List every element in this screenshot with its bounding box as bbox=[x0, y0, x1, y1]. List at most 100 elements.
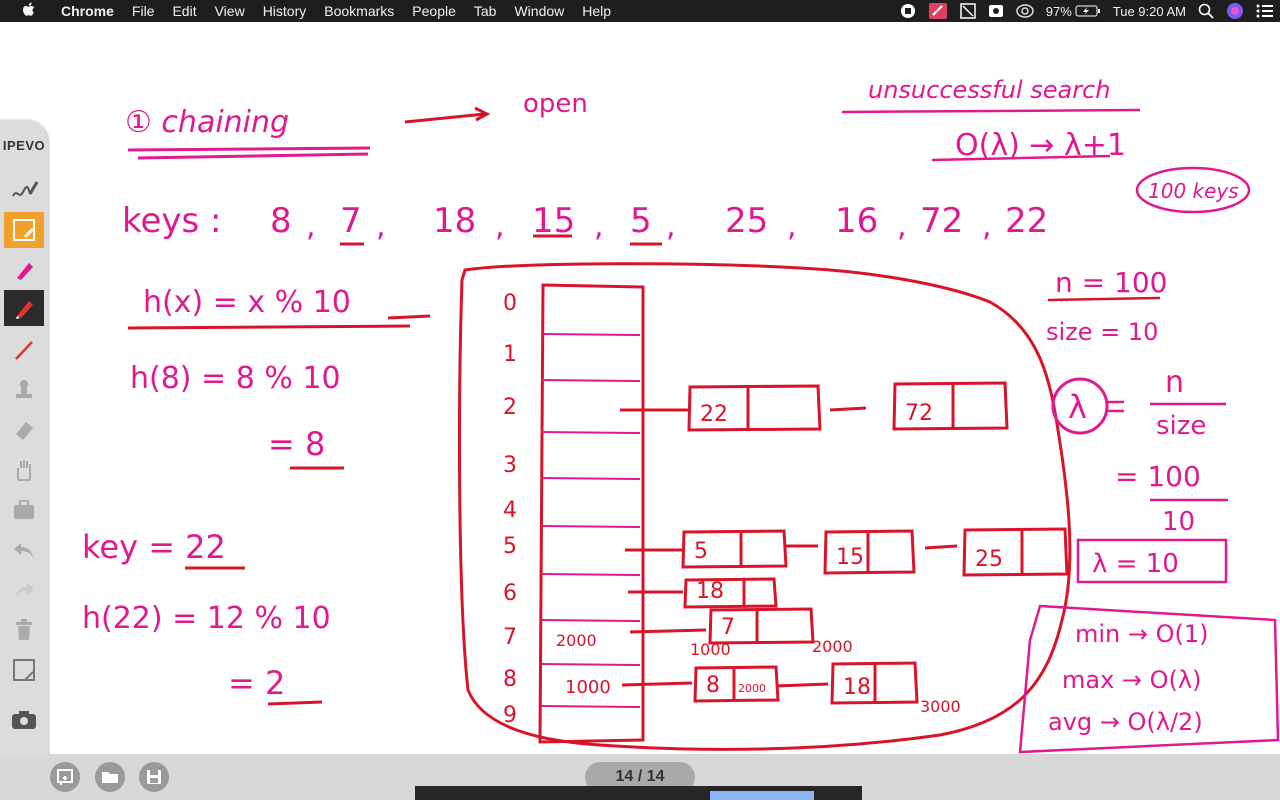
key-separator: , bbox=[982, 209, 992, 244]
menu-bookmarks[interactable]: Bookmarks bbox=[324, 3, 395, 19]
capture-tool-icon[interactable] bbox=[4, 212, 44, 248]
link-8-18 bbox=[775, 682, 829, 688]
n-underline bbox=[1047, 296, 1161, 302]
min-complexity: min → O(1) bbox=[1075, 620, 1209, 648]
key-separator: , bbox=[594, 209, 604, 244]
keys-list: 8,7,18,15,5,25,16,72,22 bbox=[270, 201, 1048, 244]
unsuccessful-search-label: unsuccessful search bbox=[868, 76, 1111, 104]
hash-result-1: = 8 bbox=[268, 425, 325, 463]
camera-icon[interactable] bbox=[4, 702, 44, 738]
svg-text:8: 8 bbox=[706, 673, 720, 698]
table-index-2: 2 bbox=[503, 395, 517, 420]
eq-denominator: 10 bbox=[1162, 507, 1195, 537]
node-72: 72 bbox=[892, 381, 1009, 431]
apple-logo-icon[interactable] bbox=[20, 2, 38, 21]
size-equals: size = 10 bbox=[1046, 318, 1158, 346]
stamp-icon[interactable] bbox=[4, 372, 44, 408]
whiteboard-canvas[interactable]: ① chaining open unsuccessful search O(λ)… bbox=[0, 22, 1280, 754]
redo-icon[interactable] bbox=[4, 572, 44, 608]
undo-icon[interactable] bbox=[4, 532, 44, 568]
highlighter-icon[interactable] bbox=[4, 252, 44, 288]
annotate-app-icon[interactable] bbox=[928, 0, 948, 22]
key-separator: , bbox=[787, 209, 797, 244]
hash-example-2: h(22) = 12 % 10 bbox=[82, 601, 331, 636]
table-index-1: 1 bbox=[503, 342, 517, 367]
crop-icon[interactable] bbox=[4, 652, 44, 688]
line-icon[interactable] bbox=[4, 332, 44, 368]
complexity-underline bbox=[931, 154, 1111, 162]
key-separator: , bbox=[495, 209, 505, 244]
hand-icon[interactable] bbox=[4, 452, 44, 488]
menu-edit[interactable]: Edit bbox=[172, 3, 197, 19]
hash-result-2: = 2 bbox=[228, 664, 285, 702]
address-1000: 1000 bbox=[690, 640, 731, 659]
menu-people[interactable]: People bbox=[412, 3, 456, 19]
clock[interactable]: Tue 9:20 AM bbox=[1112, 3, 1186, 19]
arrow-to-open bbox=[404, 106, 491, 124]
max-complexity: max → O(λ) bbox=[1062, 666, 1201, 694]
table-index-7: 7 bbox=[503, 625, 517, 650]
lambda-denominator: size bbox=[1156, 411, 1206, 441]
table-row-divider bbox=[540, 619, 641, 622]
menu-help[interactable]: Help bbox=[582, 3, 612, 19]
key-separator: , bbox=[376, 209, 386, 244]
current-page-thumbnail[interactable] bbox=[710, 791, 814, 800]
node-22: 22 bbox=[687, 384, 822, 432]
result-2-underline bbox=[267, 700, 323, 706]
pointer-row-8 bbox=[621, 681, 693, 687]
key-72: 72 bbox=[920, 201, 963, 241]
table-index-3: 3 bbox=[503, 453, 517, 478]
camera-app-icon[interactable] bbox=[988, 0, 1004, 22]
menu-app-name[interactable]: Chrome bbox=[61, 3, 114, 19]
siri-icon[interactable] bbox=[1226, 0, 1244, 22]
menu-window[interactable]: Window bbox=[514, 3, 565, 19]
menu-view[interactable]: View bbox=[214, 3, 245, 19]
node-8-next-address: 2000 bbox=[738, 682, 766, 695]
handwriting-tool-icon[interactable] bbox=[4, 172, 44, 208]
keys-label: keys : bbox=[122, 201, 222, 241]
hash-table bbox=[538, 283, 645, 744]
svg-text:72: 72 bbox=[905, 401, 933, 426]
battery-status[interactable]: 97% bbox=[1046, 0, 1101, 22]
eraser-icon[interactable] bbox=[4, 412, 44, 448]
bottom-bar: 14 / 14 bbox=[0, 754, 1280, 800]
save-icon[interactable] bbox=[139, 762, 169, 792]
menu-file[interactable]: File bbox=[131, 3, 155, 19]
briefcase-icon[interactable] bbox=[4, 492, 44, 528]
ipevo-brand: IPEVO bbox=[2, 138, 46, 153]
key-5: 5 bbox=[630, 201, 652, 241]
title-chaining: ① chaining bbox=[125, 105, 289, 140]
battery-charging-icon bbox=[1075, 5, 1100, 17]
page-thumbnail-strip[interactable] bbox=[415, 786, 862, 800]
creative-cloud-icon[interactable] bbox=[1015, 0, 1034, 22]
record-stop-icon[interactable] bbox=[900, 0, 916, 22]
trash-icon[interactable] bbox=[4, 612, 44, 648]
lambda-symbol: λ bbox=[1068, 388, 1087, 426]
table-index-0: 0 bbox=[503, 291, 517, 316]
screen-capture-icon[interactable] bbox=[959, 0, 976, 22]
lambda-value-box bbox=[1076, 538, 1228, 584]
lambda-circle bbox=[1051, 377, 1109, 435]
spotlight-search-icon[interactable] bbox=[1198, 0, 1214, 22]
open-folder-icon[interactable] bbox=[95, 762, 125, 792]
menu-tab[interactable]: Tab bbox=[473, 3, 497, 19]
hundred-keys-circle bbox=[1135, 166, 1251, 214]
link-22-72 bbox=[829, 406, 867, 412]
menu-history[interactable]: History bbox=[262, 3, 307, 19]
table-row-divider bbox=[540, 431, 641, 434]
table-row-divider bbox=[540, 333, 641, 336]
pen-icon[interactable] bbox=[4, 290, 44, 326]
title-underline bbox=[127, 146, 371, 160]
table-index-8: 8 bbox=[503, 667, 517, 692]
node-25: 25 bbox=[962, 527, 1069, 577]
key-separator: , bbox=[897, 209, 907, 244]
table-index-6: 6 bbox=[503, 581, 517, 606]
notification-center-icon[interactable] bbox=[1256, 0, 1274, 22]
svg-text:15: 15 bbox=[836, 545, 864, 570]
table-row-divider bbox=[540, 477, 641, 480]
table-row-divider bbox=[540, 525, 641, 528]
table-row-divider bbox=[540, 573, 641, 576]
hash-function-underline bbox=[127, 314, 431, 330]
new-page-icon[interactable] bbox=[50, 762, 80, 792]
